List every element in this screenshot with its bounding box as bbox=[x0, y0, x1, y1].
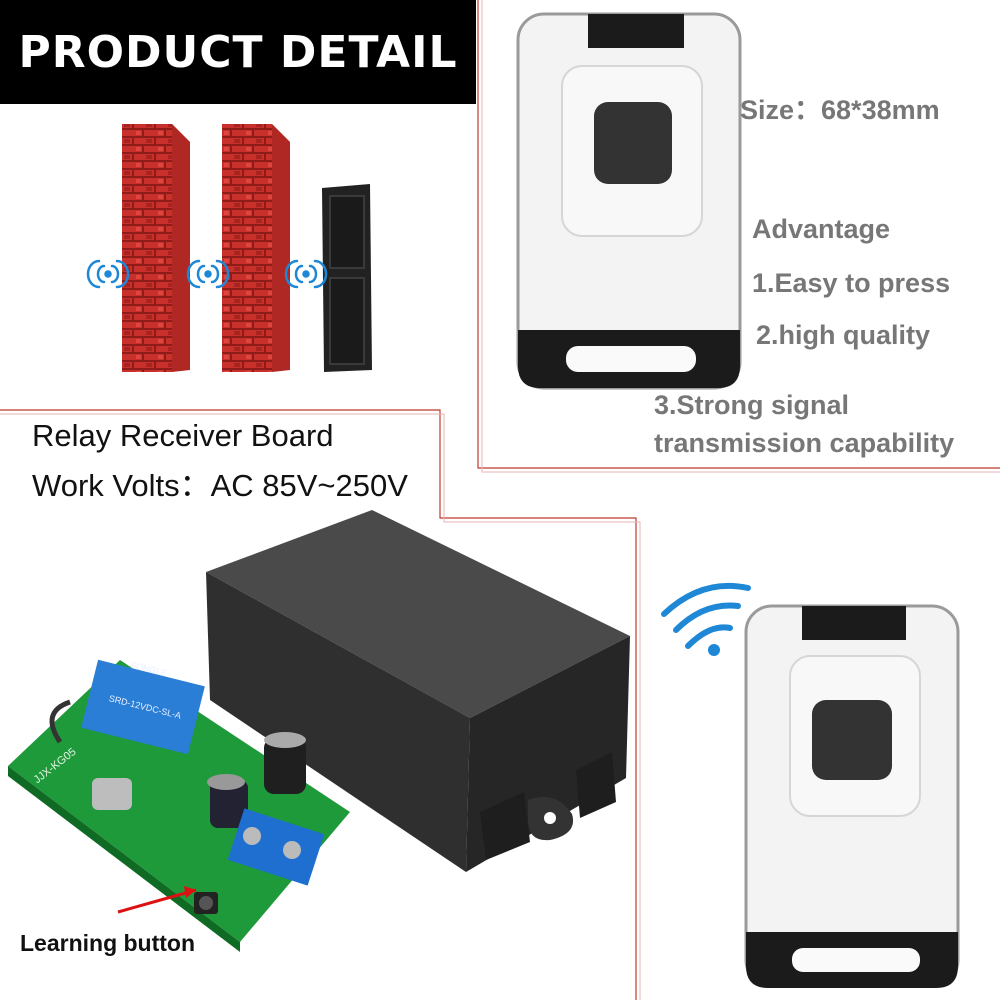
product-detail-banner: PRODUCT DETAIL bbox=[0, 0, 476, 104]
receiver-volts: Work Volts：AC 85V~250V bbox=[32, 468, 408, 503]
receiver-case bbox=[206, 510, 630, 872]
signal-icon-small-3 bbox=[284, 259, 328, 289]
advantage-title: Advantage bbox=[752, 214, 891, 244]
pcb-board bbox=[8, 659, 350, 952]
signal-icon-small-1 bbox=[86, 259, 130, 289]
signal-icon-small-2 bbox=[186, 259, 230, 289]
size-spec: Size：68*38mm bbox=[740, 95, 940, 125]
receiver-title: Relay Receiver Board bbox=[32, 418, 334, 453]
signal-icon-large bbox=[661, 582, 751, 656]
brick-wall-2 bbox=[222, 124, 290, 372]
advantage-item-1: 1.Easy to press bbox=[752, 268, 951, 298]
advantage-item-3: 3.Strong signal bbox=[654, 390, 850, 420]
learning-button-arrow bbox=[117, 886, 197, 914]
advantage-item-2: 2.high quality bbox=[756, 320, 931, 350]
learning-button-label: Learning button bbox=[20, 930, 196, 956]
brick-wall-1 bbox=[122, 124, 190, 372]
door bbox=[322, 184, 372, 372]
advantage-item-3-cont: transmission capability bbox=[654, 428, 955, 458]
banner-title: PRODUCT DETAIL bbox=[18, 26, 458, 78]
